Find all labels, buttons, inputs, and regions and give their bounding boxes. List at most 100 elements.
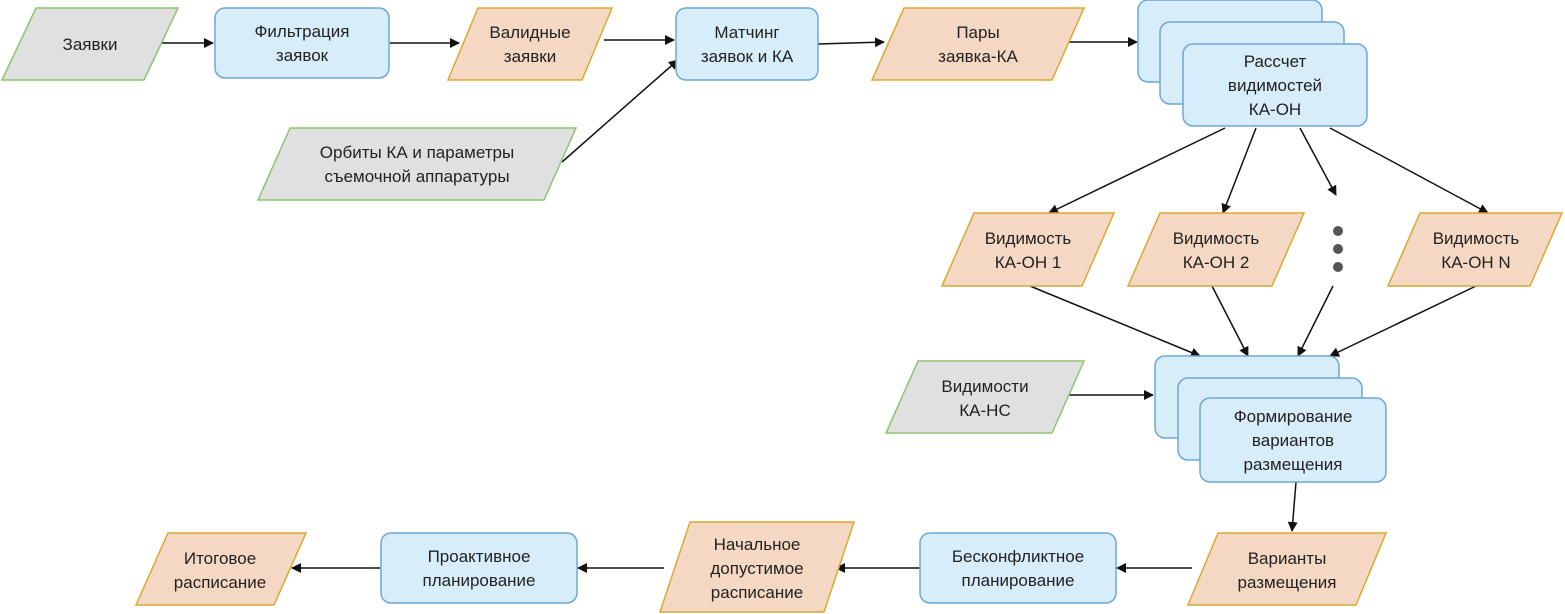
ellipsis-dot xyxy=(1333,226,1343,236)
label-line: Итоговое xyxy=(184,549,256,568)
node-vis-ns-shape xyxy=(884,360,1086,434)
label-line: КА-НС xyxy=(959,401,1010,420)
node-forming-shape xyxy=(1199,397,1387,483)
label-line: заявок и КА xyxy=(701,47,794,66)
node-orbits: Орбиты КА и параметры съемочной аппаратур… xyxy=(256,127,578,201)
node-zayavki-label: Заявки xyxy=(63,35,118,54)
node-zayavki: Заявки xyxy=(0,7,180,81)
label-line: Бесконфликтное xyxy=(952,547,1084,566)
node-orbits-shape xyxy=(256,127,578,201)
node-filtration: Фильтрация заявок xyxy=(214,7,390,79)
node-visibility-calc-shape xyxy=(1182,43,1368,127)
edge-visibility-dots xyxy=(1299,127,1337,196)
edge-visibility-visN xyxy=(1329,127,1489,214)
ellipsis-dot xyxy=(1333,262,1343,272)
label-line: заявок xyxy=(276,46,329,65)
label-line: допустимое xyxy=(710,559,803,578)
label-line: расписание xyxy=(174,573,266,592)
node-zayavki-shape xyxy=(0,7,180,81)
label-line: КА-ОН 2 xyxy=(1183,253,1250,272)
node-variants: Варианты размещения xyxy=(1186,532,1388,606)
edges xyxy=(162,35,1489,573)
label-line: размещения xyxy=(1238,573,1337,592)
label-line: Варианты xyxy=(1248,549,1327,568)
label-line: Орбиты КА и параметры xyxy=(320,143,514,162)
node-matching-shape xyxy=(675,7,819,81)
edge-visibility-vis1 xyxy=(1048,127,1226,214)
edge-forming-variants xyxy=(1287,481,1298,532)
label-line: расписание xyxy=(711,583,803,602)
edge-visibility-vis2 xyxy=(1221,127,1257,214)
label-line: Пары xyxy=(956,23,999,42)
label-line: Видимость xyxy=(1173,229,1260,248)
edge-vis1-forming xyxy=(1029,285,1201,358)
edge-matching-pairs xyxy=(817,37,885,48)
node-initial: Начальное допустимое расписание xyxy=(658,521,856,613)
node-vis2-shape xyxy=(1126,212,1306,287)
node-forming: Формирование вариантов размещения xyxy=(1154,355,1387,483)
label-line: Валидные xyxy=(489,23,570,42)
label-line: КА-ОН 1 xyxy=(995,253,1062,272)
node-orbits-label: Орбиты КА и параметры съемочной аппаратур… xyxy=(320,143,514,186)
label-line: Заявки xyxy=(63,35,118,54)
edge-visN-forming xyxy=(1329,285,1477,357)
label-line: Видимость xyxy=(1433,229,1520,248)
node-proactive-shape xyxy=(380,532,578,604)
label-line: Проактивное xyxy=(428,547,531,566)
label-line: Матчинг xyxy=(714,23,779,42)
node-final-shape xyxy=(134,532,308,606)
node-conflict-free-label: Бесконфликтное планирование xyxy=(952,547,1084,590)
label-line: планирование xyxy=(422,571,535,590)
node-forming-label: Формирование вариантов размещения xyxy=(1234,407,1353,474)
node-variants-shape xyxy=(1186,532,1388,606)
label-line: Рассчет xyxy=(1244,52,1307,71)
edge-vis2-forming xyxy=(1211,285,1249,357)
ellipsis-dots xyxy=(1333,226,1343,272)
label-line: Начальное xyxy=(714,535,801,554)
label-line: Формирование xyxy=(1234,407,1353,426)
node-filtration-shape xyxy=(214,7,390,79)
label-line: Фильтрация xyxy=(254,22,349,41)
label-line: съемочной аппаратуры xyxy=(324,167,509,186)
node-valid-shape xyxy=(446,7,614,81)
node-proactive: Проактивное планирование xyxy=(380,532,578,604)
node-matching-label: Матчинг заявок и КА xyxy=(701,23,794,66)
node-matching: Матчинг заявок и КА xyxy=(675,7,819,81)
node-filtration-label: Фильтрация заявок xyxy=(254,22,349,65)
ellipsis-dot xyxy=(1333,244,1343,254)
node-vis1-shape xyxy=(940,212,1116,287)
node-conflict-free: Бесконфликтное планирование xyxy=(919,532,1117,604)
node-final: Итоговое расписание xyxy=(134,532,308,606)
label-line: размещения xyxy=(1244,455,1343,474)
node-variants-label: Варианты размещения xyxy=(1238,549,1337,592)
label-line: видимостей xyxy=(1228,76,1322,95)
label-line: КА-ОН xyxy=(1249,100,1301,119)
label-line: вариантов xyxy=(1252,431,1334,450)
edge-orbits-matching xyxy=(561,59,679,163)
node-valid-label: Валидные заявки xyxy=(489,23,570,66)
label-line: КА-ОН N xyxy=(1441,253,1510,272)
node-initial-label: Начальное допустимое расписание xyxy=(710,535,803,602)
label-line: планирование xyxy=(961,571,1074,590)
node-final-label: Итоговое расписание xyxy=(174,549,266,592)
label-line: Видимости xyxy=(941,377,1028,396)
node-proactive-label: Проактивное планирование xyxy=(422,547,535,590)
edge-dots-forming xyxy=(1297,285,1334,357)
label-line: заявки xyxy=(504,47,556,66)
node-conflict-free-shape xyxy=(919,532,1117,604)
node-visN-shape xyxy=(1386,212,1564,287)
label-line: Видимость xyxy=(985,229,1072,248)
